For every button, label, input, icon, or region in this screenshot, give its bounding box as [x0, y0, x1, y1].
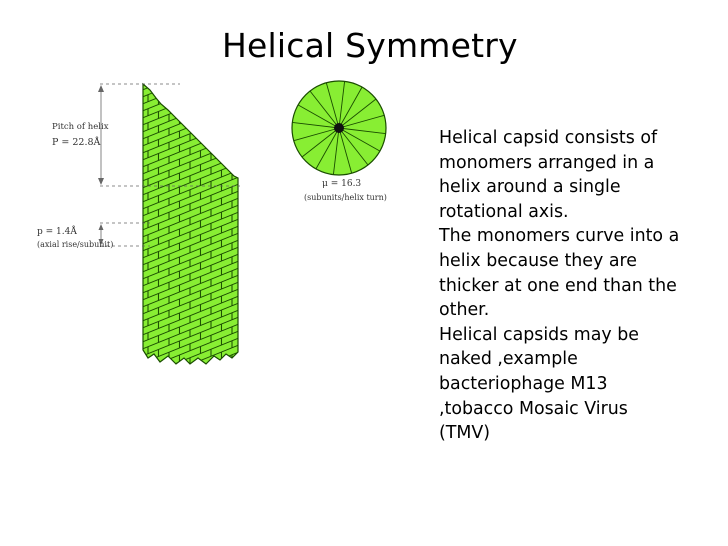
body-line: thicker at one end than the: [439, 275, 677, 296]
subunit-divider: [325, 82, 340, 129]
axial-rise-marker: [98, 222, 150, 247]
subunit-divider: [293, 127, 340, 142]
body-line: bacteriophage M13: [439, 373, 608, 394]
disc-hub: [334, 123, 344, 133]
slide-title: Helical Symmetry: [222, 26, 518, 65]
body-line: helix because they are: [439, 250, 637, 271]
pitch-label: Pitch of helix: [52, 122, 109, 132]
rise-value: p = 1.4Å: [37, 225, 77, 237]
body-line: helix around a single: [439, 177, 621, 198]
rise-label: (axial rise/subunit): [37, 240, 113, 249]
subunit-divider: [297, 104, 340, 129]
subunit-divider: [292, 121, 340, 129]
subunit-divider: [338, 127, 386, 135]
subunit-divider: [315, 127, 340, 170]
mu-value: μ = 16.3: [322, 179, 361, 189]
pitch-value: P = 22.8Å: [52, 136, 101, 148]
body-line: monomers arranged in a: [439, 152, 655, 173]
subunit-divider: [309, 90, 340, 129]
slide-body-text: Helical capsid consists of monomers arra…: [439, 126, 725, 446]
subunit-divider: [338, 98, 377, 129]
subunit-divider: [338, 114, 385, 129]
subunit-divider: [338, 86, 363, 129]
subunit-divider: [301, 127, 340, 158]
subunit-divider: [332, 127, 340, 175]
body-line: other.: [439, 300, 490, 321]
helical-capsid-diagram: Pitch of helix P = 22.8Å p = 1.4Å (axial…: [37, 80, 387, 365]
body-line: The monomers curve into a: [439, 226, 680, 247]
subunit-divider: [338, 81, 346, 129]
body-line: (TMV): [439, 423, 491, 444]
body-line: naked ,example: [439, 349, 578, 370]
body-line: rotational axis.: [439, 201, 569, 222]
subunit-divider: [338, 127, 381, 152]
subunit-divider: [338, 127, 369, 166]
mu-label: (subunits/helix turn): [304, 193, 387, 202]
helix-body: [142, 82, 239, 365]
body-line: Helical capsid consists of: [439, 128, 658, 148]
body-line: ,tobacco Mosaic Virus: [439, 398, 628, 419]
helix-end-view-disc: [291, 80, 387, 176]
subunit-divider: [338, 127, 353, 174]
body-line: Helical capsids may be: [439, 324, 639, 345]
pitch-dimension-marker: [98, 83, 240, 187]
